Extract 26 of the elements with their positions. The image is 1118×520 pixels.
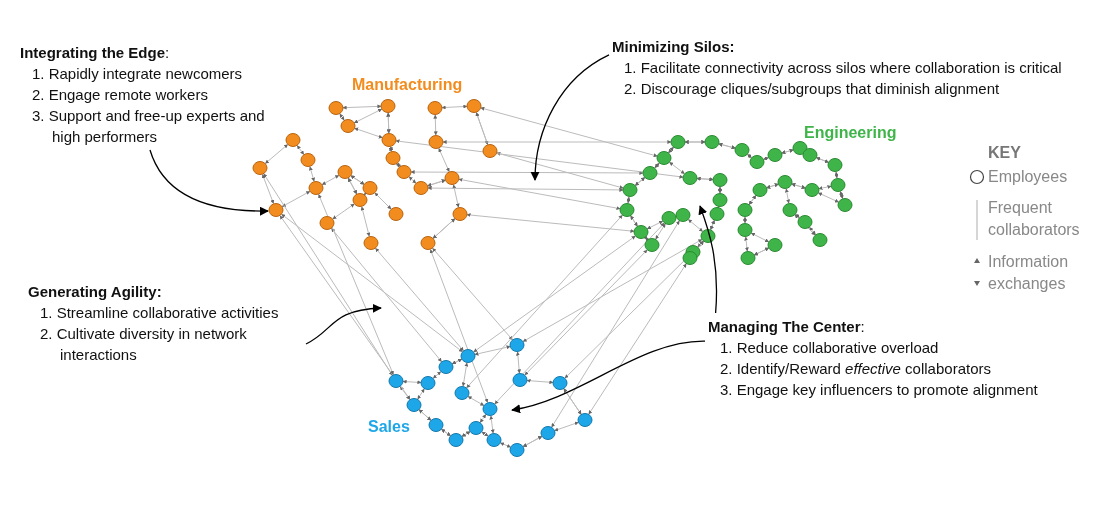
callout-heading: Integrating the Edge: xyxy=(20,43,171,63)
list-item: 1. Facilitate connectivity across silos where collaboration is critical xyxy=(623,58,1063,78)
list-item: 3. Engage key influencers to promote alignment xyxy=(719,380,1039,400)
legend-text: Employees xyxy=(988,167,1069,187)
leader-arrow xyxy=(149,149,269,216)
group-label: Manufacturing xyxy=(352,76,463,94)
leader-arrow xyxy=(698,205,718,314)
leader-arrow xyxy=(530,54,610,181)
callout-heading: Managing The Center: xyxy=(708,317,866,337)
list-item: 2. Discourage cliques/subgroups that diminish alignment xyxy=(623,79,1001,99)
leader-arrow xyxy=(511,340,706,413)
list-item: 2. Engage remote workers xyxy=(31,85,209,105)
list-item: 1. Reduce collaborative overload xyxy=(719,338,940,358)
leader-arrow xyxy=(305,304,382,345)
legend-text: Information exchanges xyxy=(988,252,1070,294)
list-item: 1. Rapidly integrate newcomers xyxy=(31,64,244,84)
key-heading: KEY xyxy=(988,144,1021,162)
list-item: 2. Cultivate diversity in network interactions xyxy=(39,324,248,365)
list-item: 2. Identify/Reward effective collaborators xyxy=(719,359,992,379)
group-label: Sales xyxy=(368,418,410,436)
legend-text: Frequent collaborators xyxy=(988,198,1081,240)
group-label: Engineering xyxy=(804,124,897,142)
callout-heading: Minimizing Silos: xyxy=(612,37,736,57)
callout-heading: Generating Agility: xyxy=(28,282,163,302)
list-item: 3. Support and free-up experts and high performers xyxy=(31,106,266,147)
list-item: 1. Streamline collaborative activities xyxy=(39,303,280,323)
